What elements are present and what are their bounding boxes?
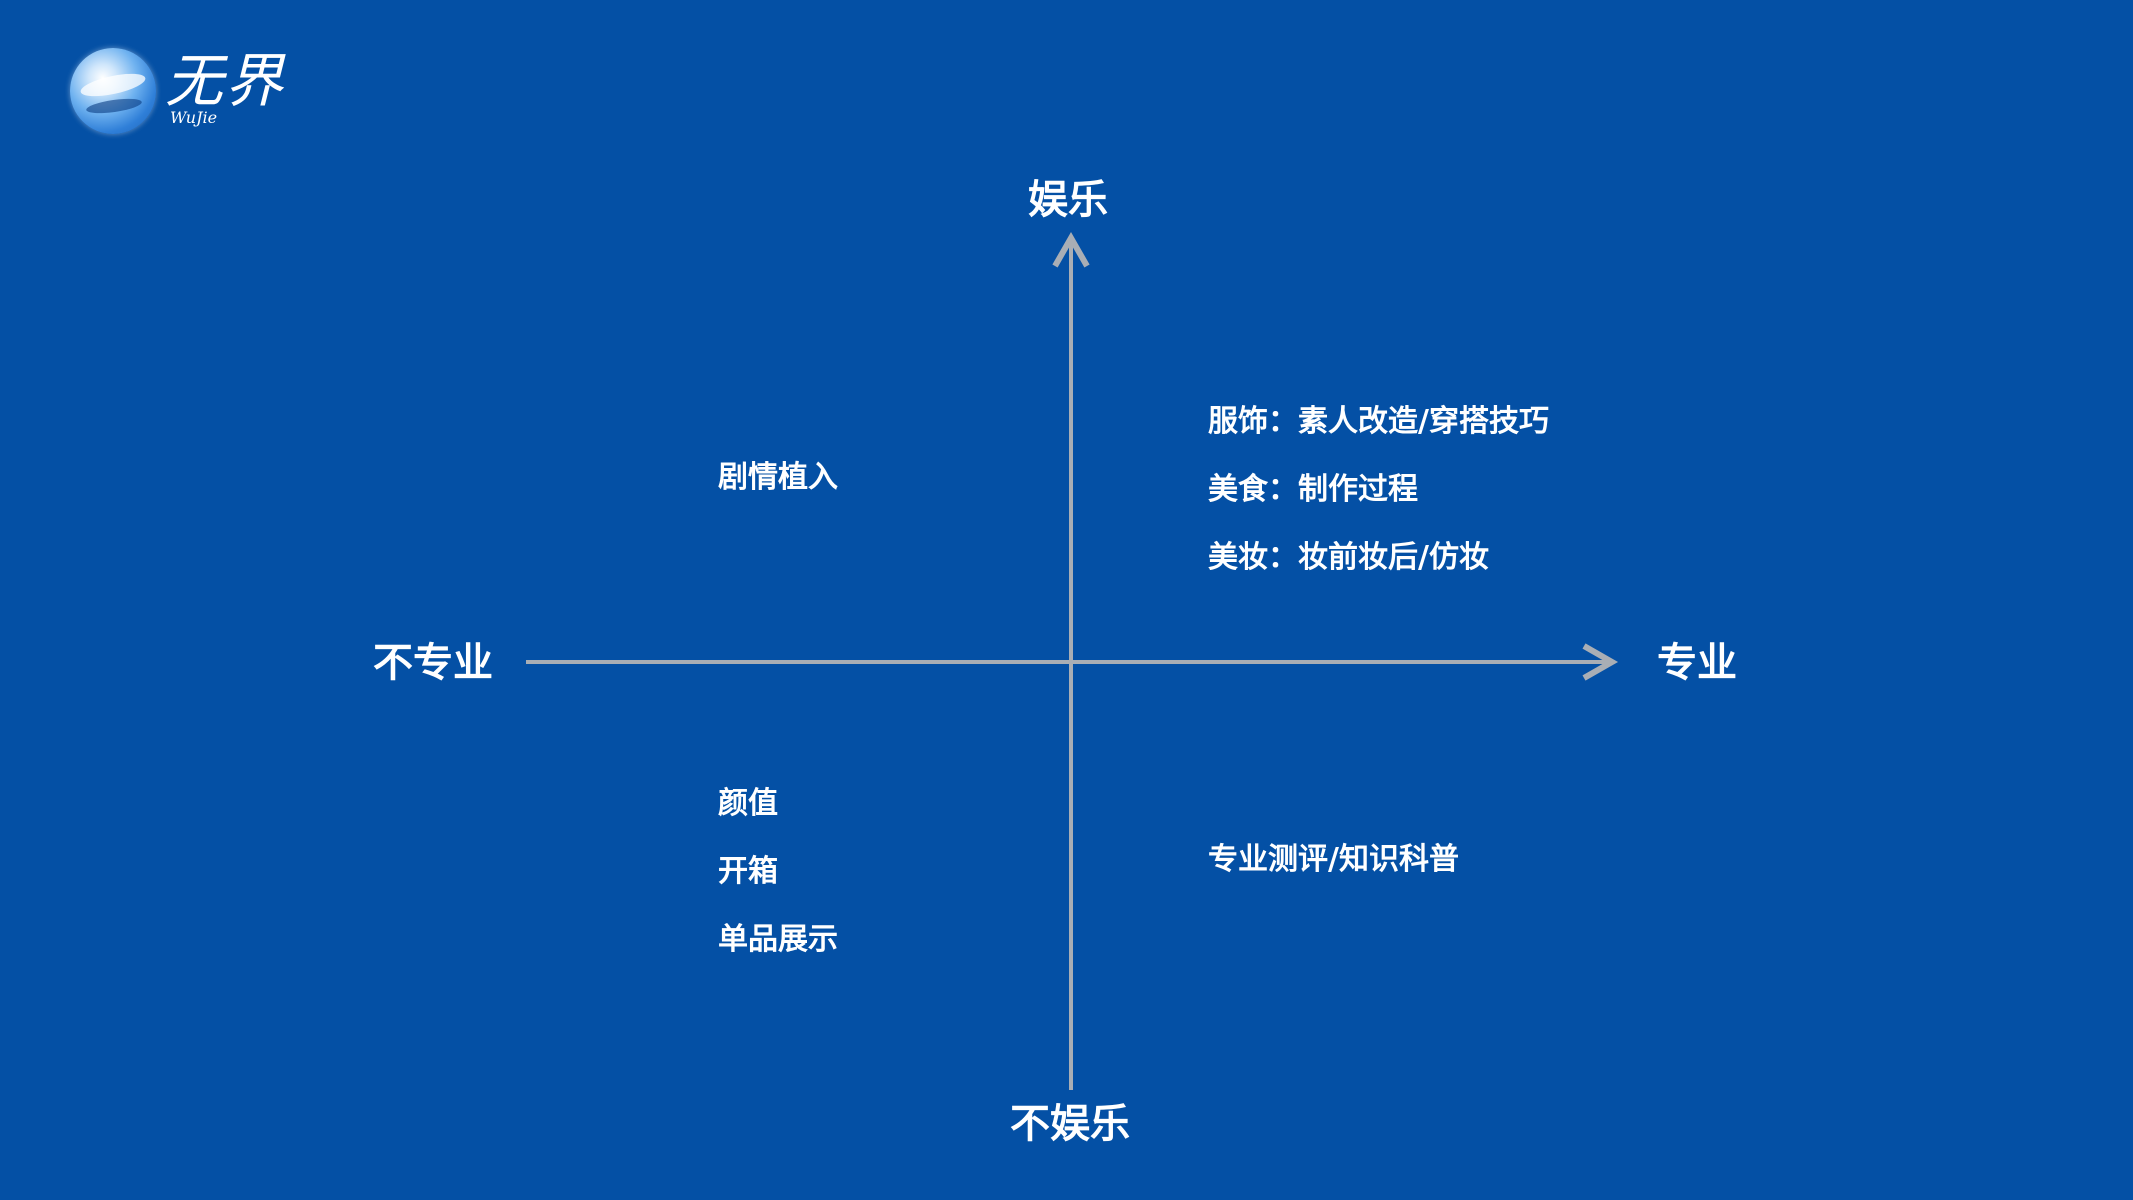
quadrant-top-left: 剧情植入 [718,452,838,496]
quadrant-item: 开箱 [718,854,778,889]
brand-logo: 无界 WuJie [70,48,285,138]
logo-name: 无界 [165,47,286,115]
quadrant-bottom-right: 专业测评/知识科普 [1208,834,1459,878]
logo-subtitle: WuJie [170,108,218,127]
logo-orb-icon [70,48,156,134]
quadrant-item: 单品展示 [718,922,838,957]
axis-label-left: 不专业 [373,640,493,686]
quadrant-item: 颜值 [718,786,778,821]
quadrant-top-right: 服饰：素人改造/穿搭技巧 美食：制作过程 美妆：妆前妆后/仿妆 [1208,396,1549,576]
axis-label-top: 娱乐 [1028,177,1108,223]
quadrant-item: 剧情植入 [718,460,838,495]
axis-label-bottom: 不娱乐 [1010,1101,1130,1147]
quadrant-item: 美妆：妆前妆后/仿妆 [1208,540,1489,575]
quadrant-item: 美食：制作过程 [1208,472,1418,507]
axis-label-right: 专业 [1657,640,1737,686]
quadrant-item: 服饰：素人改造/穿搭技巧 [1208,404,1549,439]
quadrant-bottom-left: 颜值 开箱 单品展示 [718,778,838,958]
quadrant-item: 专业测评/知识科普 [1208,842,1459,877]
